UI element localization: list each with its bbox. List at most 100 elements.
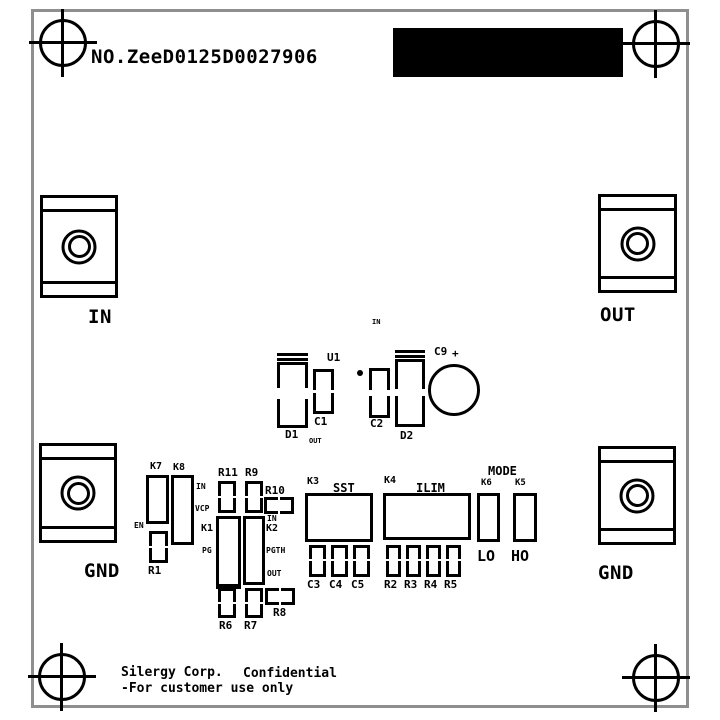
k6-label: K6 xyxy=(481,478,492,488)
terminal-pad-in xyxy=(40,195,118,298)
k7-jumper-outline xyxy=(146,475,169,524)
mode-label: MODE xyxy=(488,464,517,478)
r4-label: R4 xyxy=(424,578,438,591)
c9-capacitor-outline xyxy=(428,364,480,416)
c3-pad-bottom xyxy=(309,561,326,577)
r9-pad-bottom xyxy=(245,498,263,513)
net-label-in: IN xyxy=(372,318,381,326)
terminal-label-gnd-left: GND xyxy=(84,560,120,582)
c4-pad-bottom xyxy=(331,561,348,577)
k3-header-outline xyxy=(305,493,373,542)
u1-pin1-dot xyxy=(357,370,363,376)
k2-pin-pgth-label: PGTH xyxy=(266,546,286,555)
r3-pad-top xyxy=(406,545,421,559)
r10-pad-right xyxy=(280,497,294,514)
r2-pad-top xyxy=(386,545,401,559)
d2-label: D2 xyxy=(400,429,414,442)
terminal-label-in: IN xyxy=(88,306,112,328)
r8-pad-right xyxy=(281,588,295,605)
net-label-out: OUT xyxy=(309,437,322,445)
ho-label: HO xyxy=(511,547,530,565)
footer-company: Silergy Corp. xyxy=(121,665,223,680)
c3-label: C3 xyxy=(307,578,321,591)
r3-label: R3 xyxy=(404,578,418,591)
k8-pin-vcp-label: VCP xyxy=(195,504,210,513)
c3-pad-top xyxy=(309,545,326,559)
c2-pad-top xyxy=(369,368,390,390)
r7-label: R7 xyxy=(244,619,258,632)
terminal-pad-gnd-left xyxy=(39,443,117,543)
r7-pad-top xyxy=(245,588,263,602)
r8-pad-left xyxy=(265,588,279,605)
r8-label: R8 xyxy=(273,606,287,619)
c5-pad-top xyxy=(353,545,370,559)
r5-pad-bottom xyxy=(446,561,461,577)
k1-pin-pg-label: PG xyxy=(202,546,212,555)
c5-pad-bottom xyxy=(353,561,370,577)
r5-pad-top xyxy=(446,545,461,559)
k5-jumper-outline xyxy=(513,493,537,542)
d1-cathode-mark xyxy=(277,353,308,361)
k5-label: K5 xyxy=(515,478,526,488)
r1-pad-bottom xyxy=(149,548,168,563)
d1-label: D1 xyxy=(285,428,299,441)
c1-pad-top xyxy=(313,369,334,390)
r6-pad-bottom xyxy=(218,604,236,618)
d2-cathode-mark xyxy=(395,350,425,358)
k2-pin-out-label: OUT xyxy=(267,569,282,578)
k4-label: K4 xyxy=(384,475,397,486)
d1-pad-bottom xyxy=(277,399,308,428)
c4-pad-top xyxy=(331,545,348,559)
r10-label: R10 xyxy=(265,484,285,497)
sst-label: SST xyxy=(333,481,355,495)
c9-label: C9 xyxy=(434,345,448,358)
board-number: NO.ZeeD0125D0027906 xyxy=(91,46,318,68)
c2-pad-bottom xyxy=(369,396,390,418)
d2-pad-top xyxy=(395,359,425,389)
ilim-label: ILIM xyxy=(416,481,445,495)
terminal-label-gnd-right: GND xyxy=(598,562,634,584)
k8-label: K8 xyxy=(173,462,186,473)
d2-pad-bottom xyxy=(395,396,425,427)
u1-label: U1 xyxy=(327,351,341,364)
k2-jumper-outline xyxy=(243,516,265,585)
c9-polarity-mark: + xyxy=(452,347,459,360)
c1-label: C1 xyxy=(314,415,328,428)
k8-jumper-outline xyxy=(171,475,194,545)
r6-label: R6 xyxy=(219,619,233,632)
footer-confidential: Confidential xyxy=(243,666,337,681)
r6-pad-top xyxy=(218,588,236,602)
terminal-pad-gnd-right xyxy=(598,446,676,545)
board-outline xyxy=(31,9,689,708)
fiducial-crosshair-bottom-right-icon xyxy=(622,644,690,712)
redacted-region xyxy=(393,28,623,77)
c4-label: C4 xyxy=(329,578,343,591)
r1-pad-top xyxy=(149,531,168,546)
r11-pad-top xyxy=(218,481,236,496)
c5-label: C5 xyxy=(351,578,365,591)
k2-pin-in-label: IN xyxy=(267,514,277,523)
k1-jumper-outline xyxy=(216,516,241,589)
terminal-pad-out xyxy=(598,194,677,293)
r9-label: R9 xyxy=(245,466,259,479)
r4-pad-bottom xyxy=(426,561,441,577)
r11-pad-bottom xyxy=(218,498,236,513)
terminal-label-out: OUT xyxy=(600,304,636,326)
r11-label: R11 xyxy=(218,466,238,479)
r9-pad-top xyxy=(245,481,263,496)
c1-pad-bottom xyxy=(313,393,334,414)
d1-pad-top xyxy=(277,362,308,388)
r3-pad-bottom xyxy=(406,561,421,577)
k7-label: K7 xyxy=(150,461,163,472)
r7-pad-bottom xyxy=(245,604,263,618)
footer-notice: -For customer use only xyxy=(121,681,294,696)
c2-label: C2 xyxy=(370,417,384,430)
r10-pad-left xyxy=(264,497,278,514)
fiducial-crosshair-bottom-left-icon xyxy=(28,643,96,711)
k3-label: K3 xyxy=(307,476,320,487)
r4-pad-top xyxy=(426,545,441,559)
r2-pad-bottom xyxy=(386,561,401,577)
k8-pin-in-label: IN xyxy=(196,482,206,491)
r5-label: R5 xyxy=(444,578,458,591)
